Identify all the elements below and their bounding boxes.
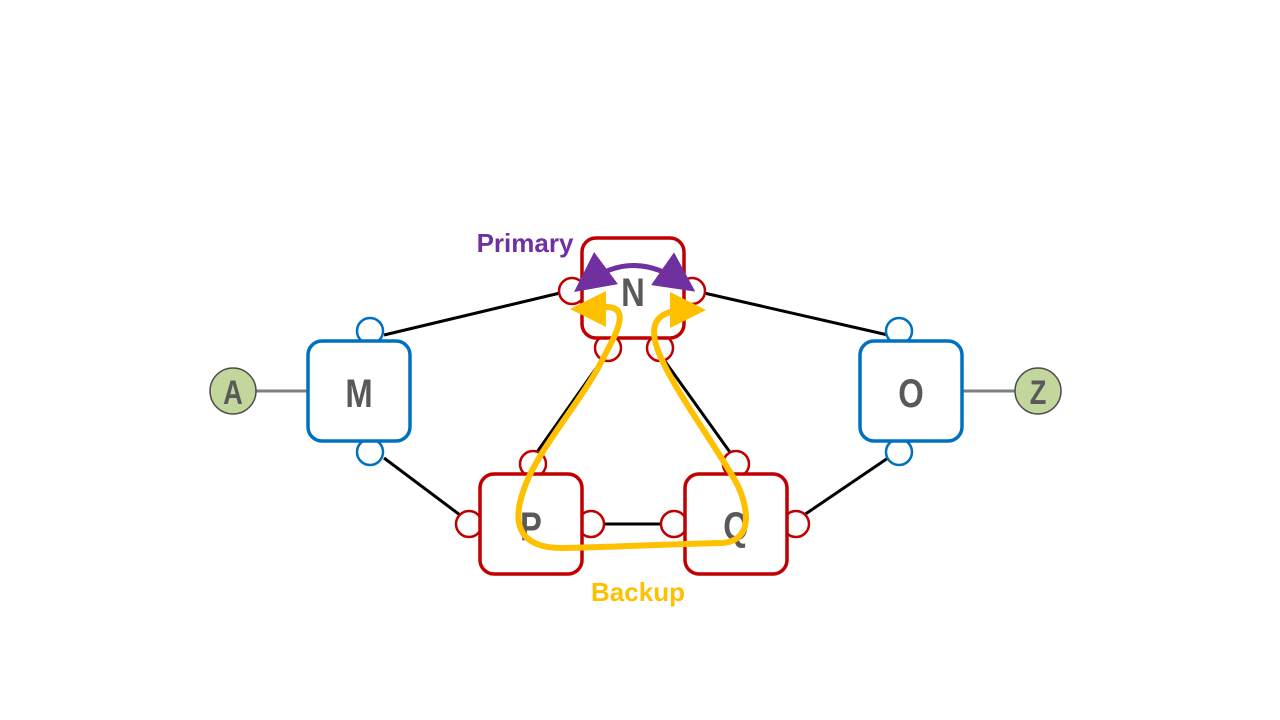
backup-path-loop (515, 292, 749, 551)
node-p: P (478, 472, 584, 576)
host-z: Z (1014, 367, 1062, 415)
port-m-bottom (355, 437, 385, 467)
node-m-label: M (345, 371, 372, 416)
primary-label: Primary (477, 228, 574, 258)
port-p-left (454, 509, 484, 539)
node-o: O (858, 339, 964, 443)
link-n-q (662, 359, 739, 463)
port-q-left (659, 509, 689, 539)
node-m: M (306, 339, 412, 443)
host-z-label: Z (1030, 373, 1047, 412)
node-n: N (580, 236, 686, 340)
host-a-label: A (223, 373, 243, 412)
link-m-p (383, 456, 461, 517)
primary-path-arrow (573, 252, 696, 292)
link-n-o (703, 291, 889, 337)
link-q-o (803, 456, 889, 517)
host-a: A (209, 367, 257, 415)
node-o-label: O (898, 371, 924, 416)
link-m-n (383, 291, 561, 337)
port-o-bottom (884, 437, 914, 467)
node-q: Q (683, 472, 789, 576)
node-n-label: N (621, 270, 645, 315)
backup-label: Backup (591, 577, 685, 607)
